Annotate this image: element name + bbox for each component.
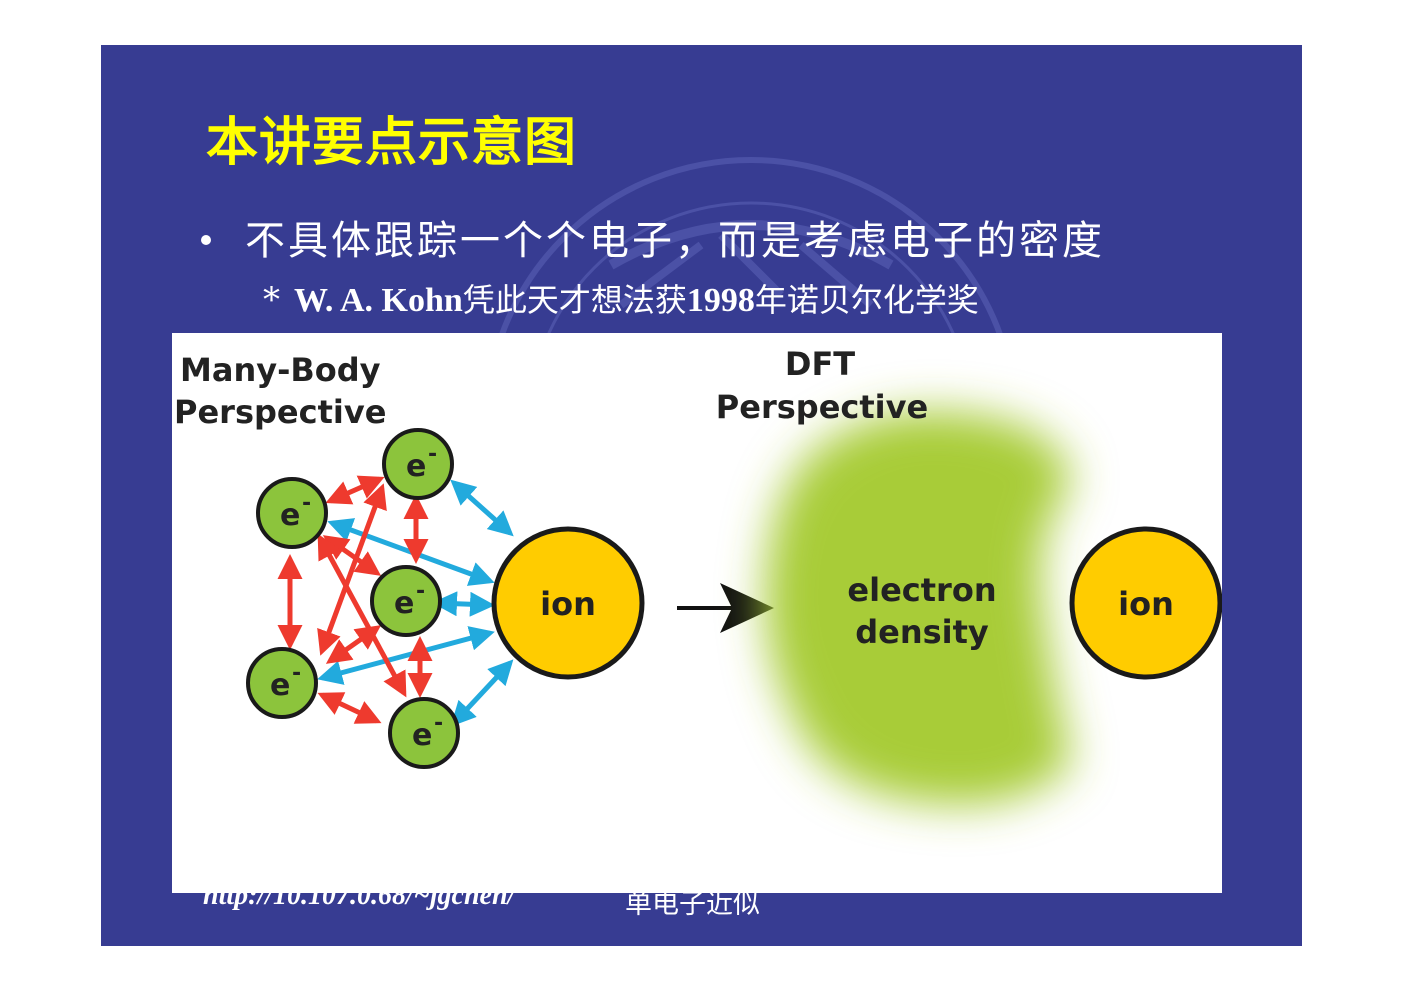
arrow-e1-ion bbox=[450, 479, 514, 537]
density-label-line1: electron bbox=[847, 571, 996, 609]
arrow-e4-e5 bbox=[317, 692, 382, 724]
electron-2-charge: - bbox=[302, 491, 311, 516]
ion-right: ion bbox=[1069, 526, 1222, 680]
ion-left: ion bbox=[491, 526, 645, 680]
slide: 本讲要点示意图 不具体跟踪一个个电子，而是考虑电子的密度 * W. A. Kohn… bbox=[101, 45, 1302, 946]
right-title-line2: Perspective bbox=[716, 388, 928, 426]
arrow-e4-ion bbox=[317, 626, 495, 685]
slide-title: 本讲要点示意图 bbox=[206, 113, 578, 173]
nobel-year: 1998 bbox=[686, 282, 755, 319]
electron-4: e - bbox=[246, 647, 318, 719]
electron-3-label: e bbox=[394, 586, 414, 621]
electron-3-charge: - bbox=[416, 579, 425, 604]
electron-1: e - bbox=[382, 428, 454, 500]
electron-4-label: e bbox=[270, 668, 290, 703]
arrow-e5-ion bbox=[450, 659, 514, 727]
electron-3: e - bbox=[370, 565, 442, 637]
sub-text-1: 凭此天才想法获 bbox=[462, 281, 687, 319]
arrow-e3-ion bbox=[432, 591, 495, 617]
kohn-name: W. A. Kohn bbox=[294, 282, 463, 319]
footer-topic: 单电子近似 bbox=[625, 889, 760, 920]
electron-1-label: e bbox=[406, 449, 426, 484]
bullet-point: 不具体跟踪一个个电子，而是考虑电子的密度 bbox=[201, 208, 1105, 266]
ion-left-label: ion bbox=[540, 585, 596, 623]
figure-svg: Many-Body Perspective bbox=[174, 345, 1222, 805]
electron-2-label: e bbox=[280, 498, 300, 533]
arrow-e4-e3 bbox=[325, 625, 382, 664]
electron-5-label: e bbox=[412, 718, 432, 753]
left-title-line1: Many-Body bbox=[180, 351, 381, 389]
sub-point: * W. A. Kohn凭此天才想法获1998年诺贝尔化学奖 bbox=[263, 275, 979, 321]
electron-5-charge: - bbox=[434, 711, 443, 736]
bullet-text: 不具体跟踪一个个电子，而是考虑电子的密度 bbox=[245, 218, 1105, 264]
ion-right-label: ion bbox=[1118, 585, 1174, 623]
sub-text-2: 年诺贝尔化学奖 bbox=[754, 281, 979, 319]
right-title-line1: DFT bbox=[785, 345, 855, 383]
density-label-line2: density bbox=[855, 613, 989, 651]
transition-arrow bbox=[677, 583, 774, 633]
arrow-e2-e1 bbox=[325, 475, 385, 505]
electron-5: e - bbox=[388, 697, 460, 769]
electron-2: e - bbox=[256, 477, 328, 549]
electron-density-cloud bbox=[765, 411, 1072, 805]
electron-4-charge: - bbox=[292, 661, 301, 686]
asterisk-marker: * bbox=[263, 280, 280, 320]
dft-figure: Many-Body Perspective bbox=[172, 333, 1222, 893]
electron-1-charge: - bbox=[428, 442, 437, 467]
left-title-line2: Perspective bbox=[174, 393, 386, 431]
arrow-e2-e5 bbox=[317, 533, 407, 698]
bullet-dot-icon bbox=[201, 235, 211, 245]
